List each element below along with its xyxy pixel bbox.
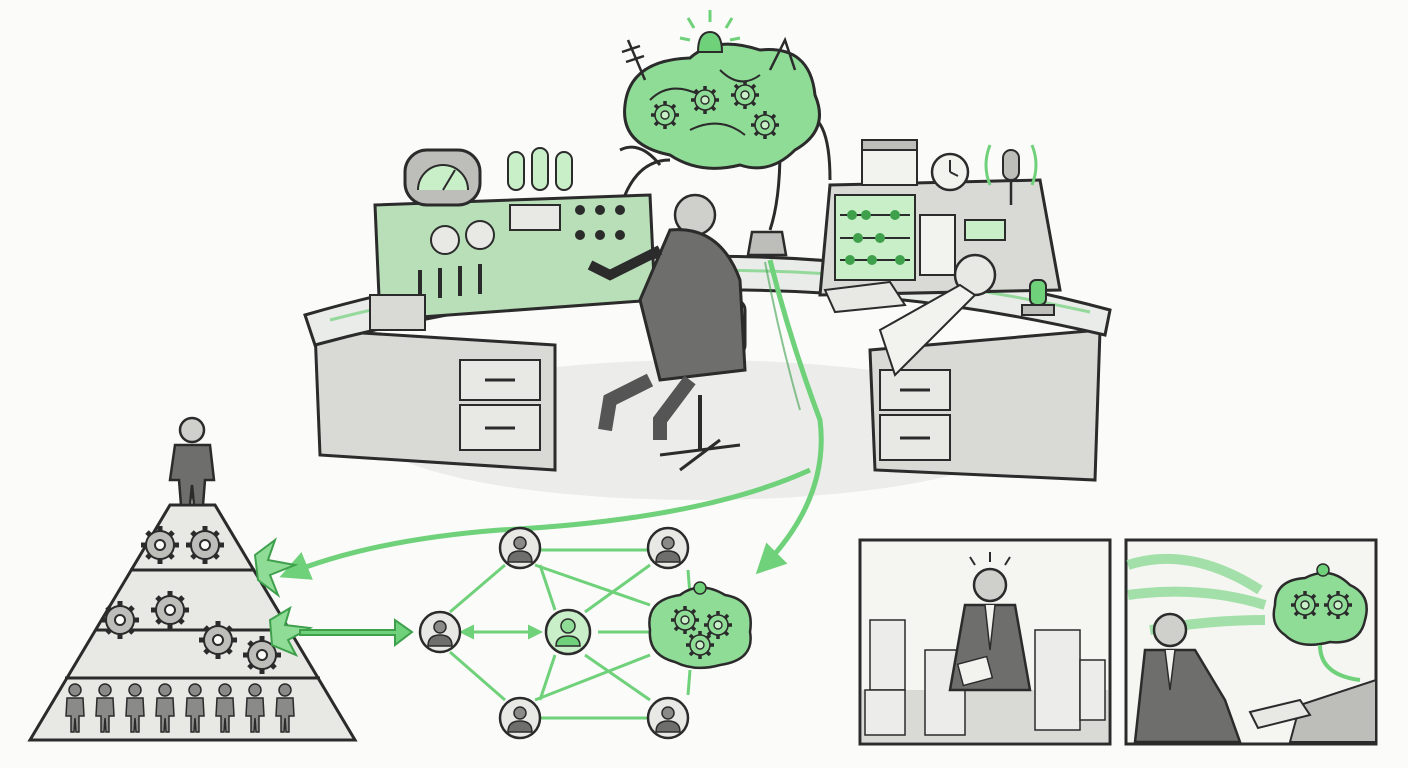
right-console (818, 139, 1062, 377)
worker-figure (1133, 612, 1242, 744)
paper-stacks (864, 619, 1106, 736)
cable-to-network (755, 259, 824, 575)
boss-figure (168, 416, 216, 507)
dial-icon (465, 220, 495, 250)
panel-overwhelmed-clerk (858, 538, 1112, 746)
rubber-stamp-icon (1021, 279, 1055, 316)
network-node (418, 610, 462, 654)
brain-icon (1272, 563, 1368, 682)
keyboard-icon (1248, 698, 1312, 730)
gear-icon (649, 99, 681, 131)
meter-icon (509, 204, 561, 231)
alarm-clock-icon (930, 152, 970, 192)
network-node-highlight (544, 608, 592, 656)
network-node (646, 696, 690, 740)
cable-hub (746, 230, 788, 257)
left-console (369, 147, 657, 331)
alarm-light-icon (693, 581, 707, 595)
keyboard-icon (823, 280, 907, 314)
gear-icon (689, 84, 721, 116)
stress-lines (969, 552, 1011, 566)
switch-box (369, 294, 426, 331)
microphone-icon (984, 144, 1038, 205)
readout (964, 219, 1006, 241)
arrow-pyramid-to-network (299, 618, 414, 648)
control-desk (303, 10, 1112, 575)
alarm-light-icon (679, 10, 741, 53)
gear-icon (669, 604, 701, 636)
brain-icon (648, 581, 752, 670)
antenna-icon (621, 36, 797, 81)
vacuum-tube-icon (507, 147, 573, 191)
drawer (879, 369, 951, 411)
brain-icon (621, 10, 821, 170)
hierarchy-pyramid (27, 416, 358, 742)
gear-icon (749, 109, 781, 141)
gear-icon (1322, 589, 1354, 621)
ticker-tape-icon (878, 253, 997, 377)
operator-figure (587, 193, 747, 472)
gear-icon (729, 79, 761, 111)
card-reader (919, 214, 956, 276)
paper-sheet (956, 655, 994, 687)
gear-icon (1289, 589, 1321, 621)
network-node (646, 526, 690, 570)
dial-icon (430, 225, 460, 255)
network-node (498, 696, 542, 740)
impact-burst (253, 537, 299, 598)
panel-ai-assisted-worker (1124, 538, 1378, 746)
calendar-icon (861, 139, 918, 186)
network-diagram (418, 526, 752, 740)
alarm-light-icon (1316, 563, 1330, 577)
gear-icon (684, 629, 716, 661)
network-node (498, 526, 542, 570)
